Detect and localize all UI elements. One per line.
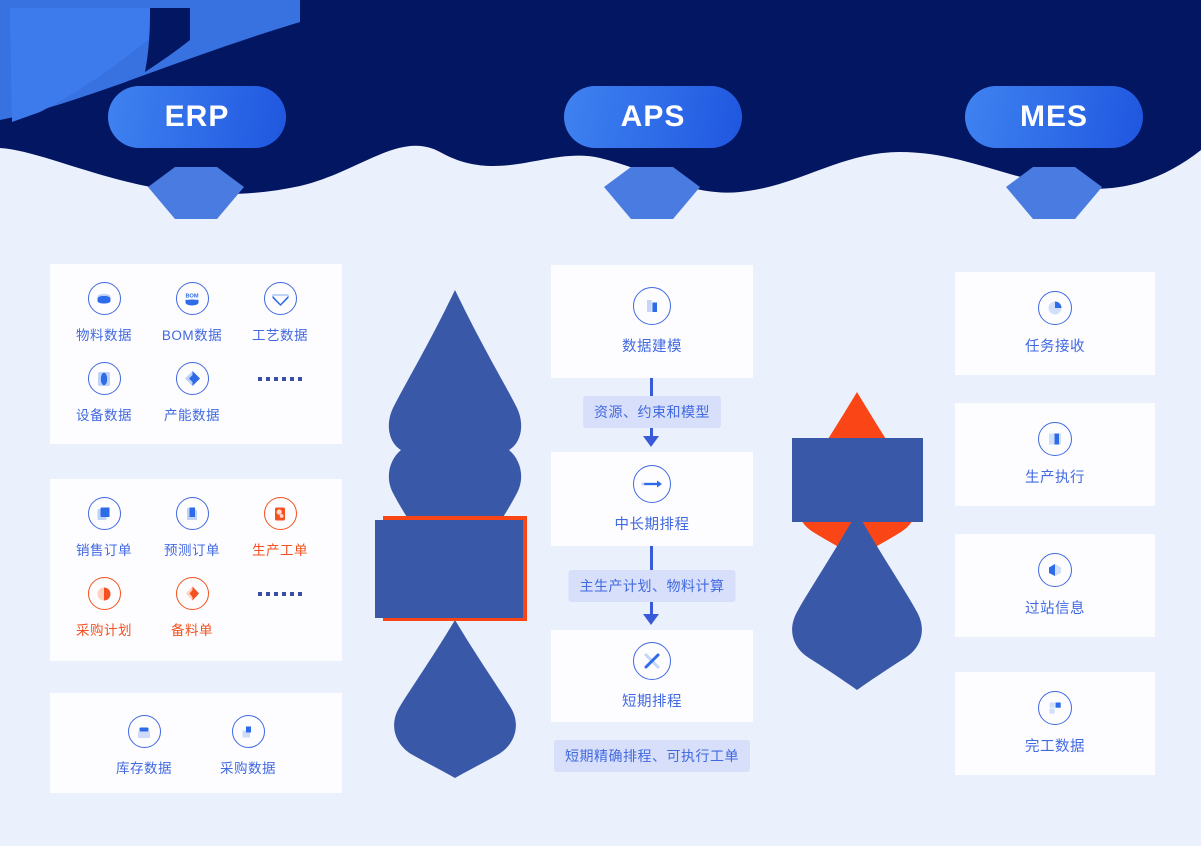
process-data-icon [263,282,297,315]
aps-connector-label: 资源、约束和模型 [594,404,710,420]
purchase-plan-icon [87,577,121,610]
tile-purchase-data[interactable]: 采购数据 [204,715,292,777]
mes-card-label: 任务接收 [1025,339,1085,355]
mes-card-station-info[interactable]: 过站信息 [955,534,1155,637]
hex-connector-aps [604,167,700,219]
aps-connector-badge-2: 主生产计划、物料计算 [568,570,736,602]
decorative-shape-right [785,390,930,690]
equipment-data-icon [87,362,121,395]
mes-card-task-receive[interactable]: 任务接收 [955,272,1155,375]
production-execution-icon [1038,422,1072,456]
tile-sales-order[interactable]: 销售订单 [60,497,148,559]
tile-material-prep[interactable]: 备料单 [148,577,236,639]
pill-aps-label: APS [620,100,686,133]
svg-text:BOM: BOM [185,293,198,299]
aps-footer-badge: 短期精确排程、可执行工单 [554,740,750,772]
mes-card-label: 过站信息 [1025,601,1085,617]
tile-production-order[interactable]: 生产工单 [236,497,324,559]
capacity-data-icon [175,362,209,395]
tile-ellipsis-orders [236,577,324,639]
material-prep-icon [175,577,209,610]
tile-label: 采购数据 [220,761,276,776]
tile-label: 采购计划 [76,623,132,638]
pill-mes[interactable]: MES [965,86,1143,148]
completion-data-icon [1038,691,1072,725]
tile-forecast-order[interactable]: 预测订单 [148,497,236,559]
aps-step-label: 中长期排程 [614,516,690,533]
tile-material-data[interactable]: 物料数据 [60,282,148,344]
aps-step-short-term[interactable]: 短期排程 [551,630,753,722]
inventory-data-icon [127,715,161,748]
tile-process-data[interactable]: 工艺数据 [236,282,324,344]
tile-label: 产能数据 [164,408,220,423]
row-spacer [60,559,332,577]
tile-label: 设备数据 [76,408,132,423]
sales-order-icon [87,497,121,530]
tile-label: 工艺数据 [252,328,308,343]
aps-arrow-head-1 [643,436,659,447]
tile-label: 库存数据 [116,761,172,776]
tile-ellipsis-master [236,362,324,424]
aps-footer-label: 短期精确排程、可执行工单 [565,748,739,764]
tile-label: BOM数据 [161,328,223,343]
forecast-order-icon [175,497,209,530]
aps-connector-label: 主生产计划、物料计算 [579,578,725,594]
mes-card-label: 生产执行 [1025,470,1085,486]
pill-mes-label: MES [1019,100,1088,133]
purchase-data-icon [231,715,265,748]
bom-data-icon: BOM [175,282,209,315]
mes-card-production-exec[interactable]: 生产执行 [955,403,1155,506]
aps-step-label: 数据建模 [622,339,682,355]
data-modeling-icon [633,287,671,325]
tile-equipment-data[interactable]: 设备数据 [60,362,148,424]
task-receive-icon [1038,291,1072,325]
tile-label: 物料数据 [76,328,132,343]
material-data-icon [87,282,121,315]
pill-erp[interactable]: ERP [108,86,286,148]
pill-erp-label: ERP [164,100,230,133]
tile-label: 备料单 [171,623,213,638]
mes-card-completion-data[interactable]: 完工数据 [955,672,1155,775]
erp-card-inventory: 库存数据 采购数据 [50,693,342,793]
tile-label: 生产工单 [252,543,308,558]
erp-card-orders: 销售订单 预测订单 生产工单 [50,479,342,661]
aps-arrow-head-2 [643,614,659,625]
row-spacer [60,344,332,362]
hex-connector-mes [1006,167,1102,219]
pill-aps[interactable]: APS [564,86,742,148]
tile-bom-data[interactable]: BOM BOM数据 [148,282,236,344]
tile-inventory-data[interactable]: 库存数据 [100,715,188,777]
corner-accent-shape [0,0,200,130]
mid-long-term-scheduling-icon [633,464,671,503]
aps-step-label: 短期排程 [622,693,682,710]
production-order-icon [263,497,297,530]
tile-label: 销售订单 [76,543,132,558]
decorative-shape-left [375,288,535,778]
aps-step-data-modeling[interactable]: 数据建模 [551,265,753,378]
mes-card-label: 完工数据 [1025,739,1085,755]
station-info-icon [1038,553,1072,587]
tile-capacity-data[interactable]: 产能数据 [148,362,236,424]
ellipsis-dots-icon [236,577,324,610]
short-term-scheduling-icon [633,641,671,680]
tile-purchase-plan[interactable]: 采购计划 [60,577,148,639]
erp-card-master-data: 物料数据 BOM BOM数据 工艺数据 [50,264,342,444]
aps-connector-badge-1: 资源、约束和模型 [583,396,721,428]
ellipsis-dots-icon [236,362,324,395]
aps-step-mid-long-term[interactable]: 中长期排程 [551,452,753,546]
hex-connector-erp [148,167,244,219]
tile-label: 预测订单 [164,543,220,558]
